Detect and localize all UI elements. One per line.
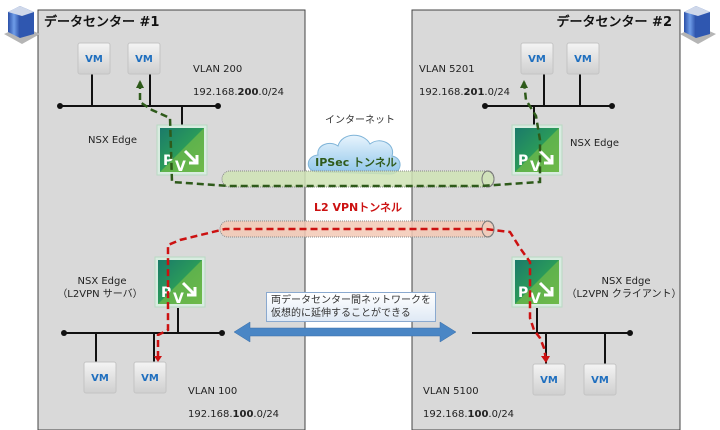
nsx-edge-icon: P V <box>156 124 208 176</box>
svg-text:P: P <box>518 153 528 169</box>
caption-line-2: 仮想的に延伸することができる <box>271 308 411 319</box>
dc2-bottom-vlan-label: VLAN 5100 <box>423 386 479 397</box>
datacenter-2-title: データセンター #2 <box>557 14 672 30</box>
vm-dc1-top-1: VM <box>77 42 111 75</box>
double-arrow-icon <box>233 321 457 343</box>
dc1-bottom-edge-label: NSX Edge <box>77 276 126 287</box>
ipsec-arrow-icon <box>520 80 528 88</box>
dc2-top-vlan-label: VLAN 5201 <box>419 64 475 75</box>
vm-dc2-bottom-2: VM <box>583 363 617 396</box>
svg-text:P: P <box>518 285 528 301</box>
dc2-top-subnet: 192.168.201.0/24 <box>419 87 510 98</box>
dc1-top-vlan-label: VLAN 200 <box>193 64 242 75</box>
vm-dc2-top-2: VM <box>566 42 600 75</box>
nsx-edge-icon: P V <box>511 124 563 176</box>
l2vpn-traffic-path <box>156 227 548 361</box>
dc1-bottom-network <box>61 308 225 365</box>
dc2-bottom-edge-label: NSX Edge <box>601 276 650 287</box>
ipsec-tunnel-label: IPSec トンネル <box>315 156 397 169</box>
caption-box: 両データセンター間ネットワークを 仮想的に延伸することができる <box>266 292 436 322</box>
svg-text:VM: VM <box>91 373 109 384</box>
dc1-top-network <box>57 74 221 128</box>
svg-text:VM: VM <box>591 375 609 386</box>
internet-label: インターネット <box>325 114 395 126</box>
l2vpn-tunnel-label: L2 VPNトンネル <box>314 201 402 214</box>
ipsec-tunnel-tube <box>221 170 495 188</box>
vm-dc1-top-2: VM <box>127 42 161 75</box>
vm-dc2-top-1: VM <box>520 42 554 75</box>
ipsec-traffic-path <box>138 81 542 188</box>
l2vpn-arrow-icon <box>154 356 162 362</box>
svg-text:VM: VM <box>141 373 159 384</box>
nsx-edge-icon: P V <box>511 256 563 308</box>
svg-text:V: V <box>530 291 541 307</box>
dc1-top-subnet: 192.168.200.0/24 <box>193 87 284 98</box>
building-icon <box>4 6 40 44</box>
svg-text:VM: VM <box>528 54 546 65</box>
datacenter-1-box <box>37 9 306 430</box>
datacenter-1-title: データセンター #1 <box>44 14 159 30</box>
dc1-bottom-edge-role: （L2VPN サーバ） <box>57 288 142 300</box>
dc2-top-edge-label: NSX Edge <box>570 138 619 149</box>
caption-line-1: 両データセンター間ネットワークを <box>271 295 431 306</box>
svg-text:VM: VM <box>574 54 592 65</box>
dc1-bottom-subnet: 192.168.100.0/24 <box>188 409 279 420</box>
dc2-bottom-subnet: 192.168.100.0/24 <box>423 409 514 420</box>
dc2-bottom-edge-role: （L2VPN クライアント） <box>566 288 681 300</box>
svg-text:VM: VM <box>135 54 153 65</box>
svg-text:V: V <box>173 291 184 307</box>
svg-text:VM: VM <box>85 54 103 65</box>
svg-text:V: V <box>530 159 541 175</box>
vm-dc1-bottom-1: VM <box>83 361 117 394</box>
svg-text:VM: VM <box>540 375 558 386</box>
svg-text:P: P <box>161 285 171 301</box>
dc2-bottom-network <box>472 308 633 366</box>
cloud-icon <box>307 134 401 175</box>
vm-dc1-bottom-2: VM <box>133 361 167 394</box>
svg-text:P: P <box>163 153 173 169</box>
ipsec-arrow-icon <box>136 80 144 88</box>
building-icon <box>680 6 716 44</box>
nsx-edge-icon: P V <box>154 256 206 308</box>
svg-text:V: V <box>175 159 186 175</box>
dc1-top-edge-label: NSX Edge <box>88 135 137 146</box>
dc2-top-network <box>482 74 615 128</box>
l2vpn-arrow-icon <box>541 356 550 363</box>
vm-dc2-bottom-1: VM <box>532 363 566 396</box>
dc1-bottom-vlan-label: VLAN 100 <box>188 386 237 397</box>
